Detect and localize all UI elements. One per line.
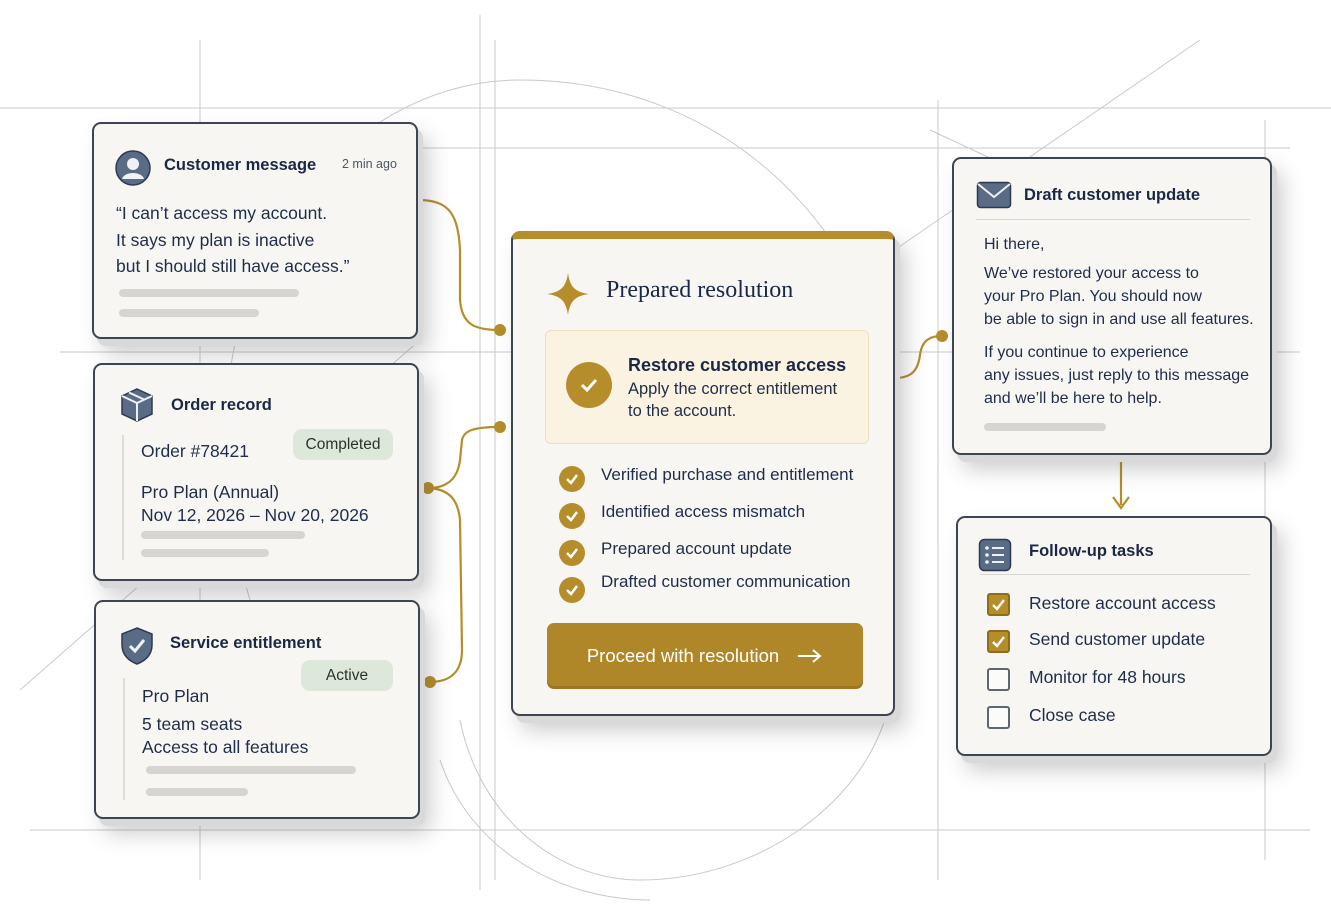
- task-checkbox-checked[interactable]: [987, 630, 1010, 653]
- draft-update-card[interactable]: Draft customer update Hi there, We’ve re…: [952, 157, 1272, 455]
- placeholder-bar: [119, 309, 259, 317]
- shield-check-icon: [121, 627, 153, 665]
- placeholder-bar: [141, 549, 269, 557]
- message-line-2: It says my plan is inactive: [116, 230, 315, 250]
- placeholder-bar: [146, 766, 356, 774]
- draft-para1-line3: be able to sign in and use all features.: [984, 311, 1254, 328]
- prepared-resolution-card[interactable]: Prepared resolution Restore customer acc…: [511, 231, 895, 716]
- draft-greeting: Hi there,: [984, 236, 1045, 253]
- action-check-icon: [566, 362, 612, 408]
- entitlement-features: Access to all features: [142, 737, 309, 757]
- task-label: Close case: [1029, 705, 1116, 725]
- followup-tasks-card[interactable]: Follow-up tasks Restore account access S…: [956, 516, 1272, 756]
- action-desc-line-2: to the account.: [628, 402, 737, 420]
- service-entitlement-title: Service entitlement: [170, 634, 322, 652]
- order-record-card[interactable]: Order record Order #78421 Completed Pro …: [93, 363, 419, 581]
- draft-para1-line2: your Pro Plan. You should now: [984, 288, 1202, 305]
- step-check-icon: [559, 540, 585, 566]
- order-status-badge: Completed: [293, 429, 393, 460]
- entitlement-status-badge: Active: [301, 660, 393, 691]
- box-icon: [121, 388, 153, 422]
- sparkle-icon: [547, 273, 589, 315]
- step-item: Identified access mismatch: [601, 502, 806, 521]
- message-line-1: “I can’t access my account.: [116, 203, 328, 223]
- entitlement-plan: Pro Plan: [142, 686, 210, 706]
- draft-divider: [976, 219, 1250, 220]
- action-desc-line-1: Apply the correct entitlement: [628, 380, 838, 398]
- entitlement-indent-line: [123, 678, 125, 800]
- draft-para2-line1: If you continue to experience: [984, 344, 1189, 361]
- envelope-icon: [976, 181, 1012, 209]
- arrow-right-icon: [798, 649, 822, 663]
- service-entitlement-card[interactable]: Service entitlement Active Pro Plan 5 te…: [94, 600, 420, 819]
- placeholder-bar: [984, 423, 1106, 431]
- proceed-button[interactable]: Proceed with resolution: [547, 623, 863, 689]
- step-item: Prepared account update: [601, 539, 792, 558]
- order-number: Order #78421: [141, 441, 249, 461]
- order-plan: Pro Plan (Annual): [141, 482, 280, 502]
- draft-para2-line2: any issues, just reply to this message: [984, 367, 1250, 384]
- followup-title: Follow-up tasks: [1029, 542, 1154, 560]
- message-line-3: but I should still have access.”: [116, 256, 350, 276]
- task-checkbox-unchecked[interactable]: [987, 668, 1010, 691]
- followup-divider: [980, 574, 1250, 575]
- customer-message-card[interactable]: Customer message 2 min ago “I can’t acce…: [92, 122, 418, 339]
- step-item: Verified purchase and entitlement: [601, 465, 854, 484]
- placeholder-bar: [146, 788, 248, 796]
- draft-update-title: Draft customer update: [1024, 186, 1201, 204]
- draft-para1-line1: We’ve restored your access to: [984, 265, 1199, 282]
- order-dates: Nov 12, 2026 – Nov 20, 2026: [141, 505, 369, 525]
- action-title: Restore customer access: [628, 355, 847, 375]
- task-checkbox-checked[interactable]: [987, 593, 1010, 616]
- resolution-action-box: Restore customer access Apply the correc…: [545, 330, 869, 444]
- placeholder-bar: [141, 531, 305, 539]
- step-item: Drafted customer communication: [601, 572, 851, 591]
- order-indent-line: [122, 435, 124, 560]
- task-label: Send customer update: [1029, 629, 1206, 649]
- user-avatar-icon: [115, 150, 151, 186]
- list-icon: [978, 538, 1012, 572]
- task-label: Restore account access: [1029, 593, 1216, 613]
- resolution-title: Prepared resolution: [606, 277, 794, 303]
- task-label: Monitor for 48 hours: [1029, 667, 1186, 687]
- placeholder-bar: [119, 289, 299, 297]
- customer-message-title: Customer message: [164, 156, 317, 174]
- order-record-title: Order record: [171, 396, 272, 414]
- draft-para2-line3: and we’ll be here to help.: [984, 390, 1162, 407]
- task-checkbox-unchecked[interactable]: [987, 706, 1010, 729]
- message-timestamp: 2 min ago: [342, 157, 397, 171]
- step-check-icon: [559, 466, 585, 492]
- step-check-icon: [559, 503, 585, 529]
- entitlement-seats: 5 team seats: [142, 714, 243, 734]
- step-check-icon: [559, 577, 585, 603]
- proceed-button-label: Proceed with resolution: [586, 645, 780, 666]
